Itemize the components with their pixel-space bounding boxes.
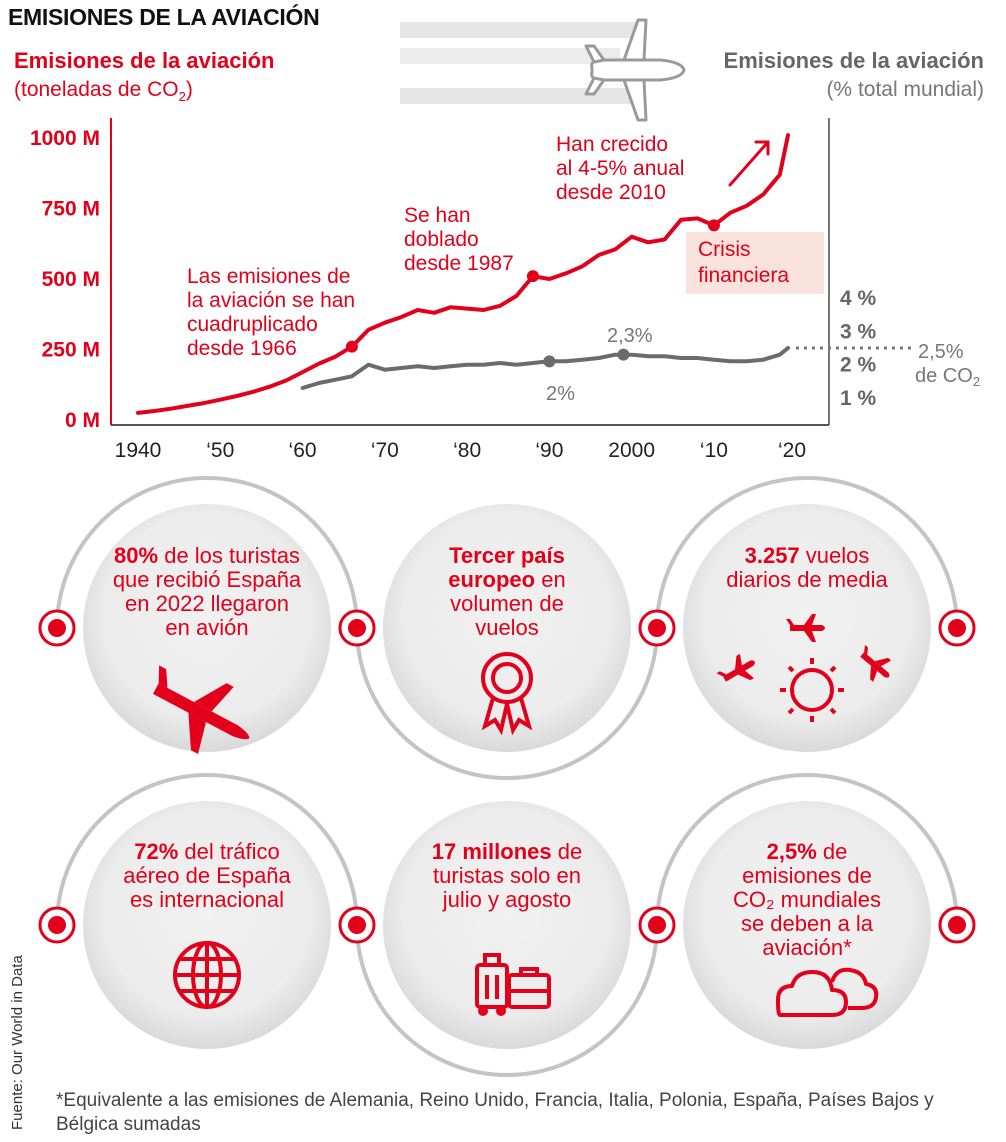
- airplane-streak-icon: [400, 18, 686, 122]
- marker-2010: [707, 219, 720, 232]
- connector-arcs: [55, 476, 959, 1077]
- globe-icon: [173, 941, 241, 1009]
- page-title: EMISIONES DE LA AVIACIÓN: [8, 4, 320, 30]
- y-tick-left: 500 M: [42, 268, 100, 291]
- annotation-pct-1999: 2,3%: [607, 325, 653, 347]
- series-markers: [345, 219, 720, 368]
- y-tick-right: 2 %: [840, 354, 877, 377]
- y-tick-left: 250 M: [42, 339, 100, 362]
- y-tick-labels-right: 1 % 2 % 3 % 4 %: [840, 287, 877, 410]
- series-line-percent: [300, 346, 790, 390]
- x-tick: 1940: [115, 439, 162, 462]
- marker-1999: [617, 348, 630, 361]
- stat-daily-flights: 3.257 vuelos diarios de media: [726, 543, 888, 592]
- x-tick: ‘10: [700, 439, 728, 462]
- right-axis-subtitle: (% total mundial): [826, 78, 984, 101]
- x-tick: ‘70: [371, 439, 399, 462]
- annotation-pct-1990: 2%: [546, 383, 575, 405]
- y-tick-right: 3 %: [840, 320, 877, 343]
- left-axis-subtitle: (toneladas de CO2): [14, 78, 193, 104]
- luggage-icon: [475, 953, 551, 1016]
- stats-panel: [38, 476, 976, 1077]
- crisis-highlight-box: [686, 232, 824, 294]
- clouds-icon: [776, 967, 879, 1017]
- y-tick-left: 750 M: [42, 198, 100, 221]
- day-night-flights-icon: [716, 614, 892, 722]
- stat-third-european-country: Tercer país europeo en volumen de vuelos: [448, 543, 566, 640]
- stat-tourists-by-plane: 80% de los turistas que recibió España e…: [112, 543, 302, 640]
- airplane-icon: [153, 665, 250, 755]
- award-rosette-icon: [481, 652, 533, 736]
- footnote: *Equivalente a las emisiones de Alemania…: [56, 1090, 934, 1135]
- x-tick: ‘60: [289, 439, 317, 462]
- x-tick: 2000: [608, 439, 655, 462]
- left-subtitle-sub: 2: [178, 89, 186, 105]
- x-tick: ‘90: [535, 439, 563, 462]
- annotation-1987: Se han doblado desde 1987: [404, 204, 514, 275]
- series-line-emissions: [136, 133, 790, 415]
- left-axis-title: Emisiones de la aviación: [14, 48, 275, 73]
- stat-bubbles: [83, 504, 931, 1049]
- y-tick-right: 1 %: [840, 387, 877, 410]
- left-subtitle-post: ): [185, 78, 193, 101]
- y-tick-right: 4 %: [840, 287, 877, 310]
- stat-international-traffic: 72% del tráfico aéreo de España es inter…: [123, 839, 291, 912]
- marker-1987: [526, 270, 539, 283]
- left-subtitle-pre: (toneladas de CO: [14, 78, 179, 101]
- annotation-1966: Las emisiones de la aviación se han cuad…: [187, 265, 361, 360]
- annotation-2010: Han crecido al 4-5% anual desde 2010: [556, 133, 690, 204]
- annotation-pct-end: 2,5% de CO2: [915, 341, 980, 389]
- right-axis-title: Emisiones de la aviación: [723, 48, 984, 73]
- marker-1990: [543, 355, 556, 368]
- x-tick: ‘50: [206, 439, 234, 462]
- annotation-crisis: Crisis financiera: [698, 238, 789, 287]
- y-tick-labels-left: 0 M 250 M 500 M 750 M 1000 M: [30, 127, 100, 432]
- marker-1966: [345, 340, 358, 353]
- stat-summer-tourists: 17 millones de turistas solo en julio y …: [431, 839, 583, 912]
- stat-co2-share: 2,5% de emisiones de CO₂ mundiales se de…: [733, 839, 881, 960]
- y-tick-left: 0 M: [65, 409, 100, 432]
- growth-arrow-icon: [728, 140, 770, 187]
- x-tick-labels: 1940 ‘50 ‘60 ‘70 ‘80 ‘90 2000 ‘10 ‘20: [115, 439, 806, 462]
- x-tick: ‘20: [778, 439, 806, 462]
- y-tick-left: 1000 M: [30, 127, 100, 150]
- x-tick: ‘80: [453, 439, 481, 462]
- emissions-chart: 0 M 250 M 500 M 750 M 1000 M 1 % 2 % 3 % 4 % 19…: [30, 18, 980, 462]
- source-note: Fuente: Our World in Data: [9, 955, 26, 1130]
- target-dots: [38, 609, 976, 944]
